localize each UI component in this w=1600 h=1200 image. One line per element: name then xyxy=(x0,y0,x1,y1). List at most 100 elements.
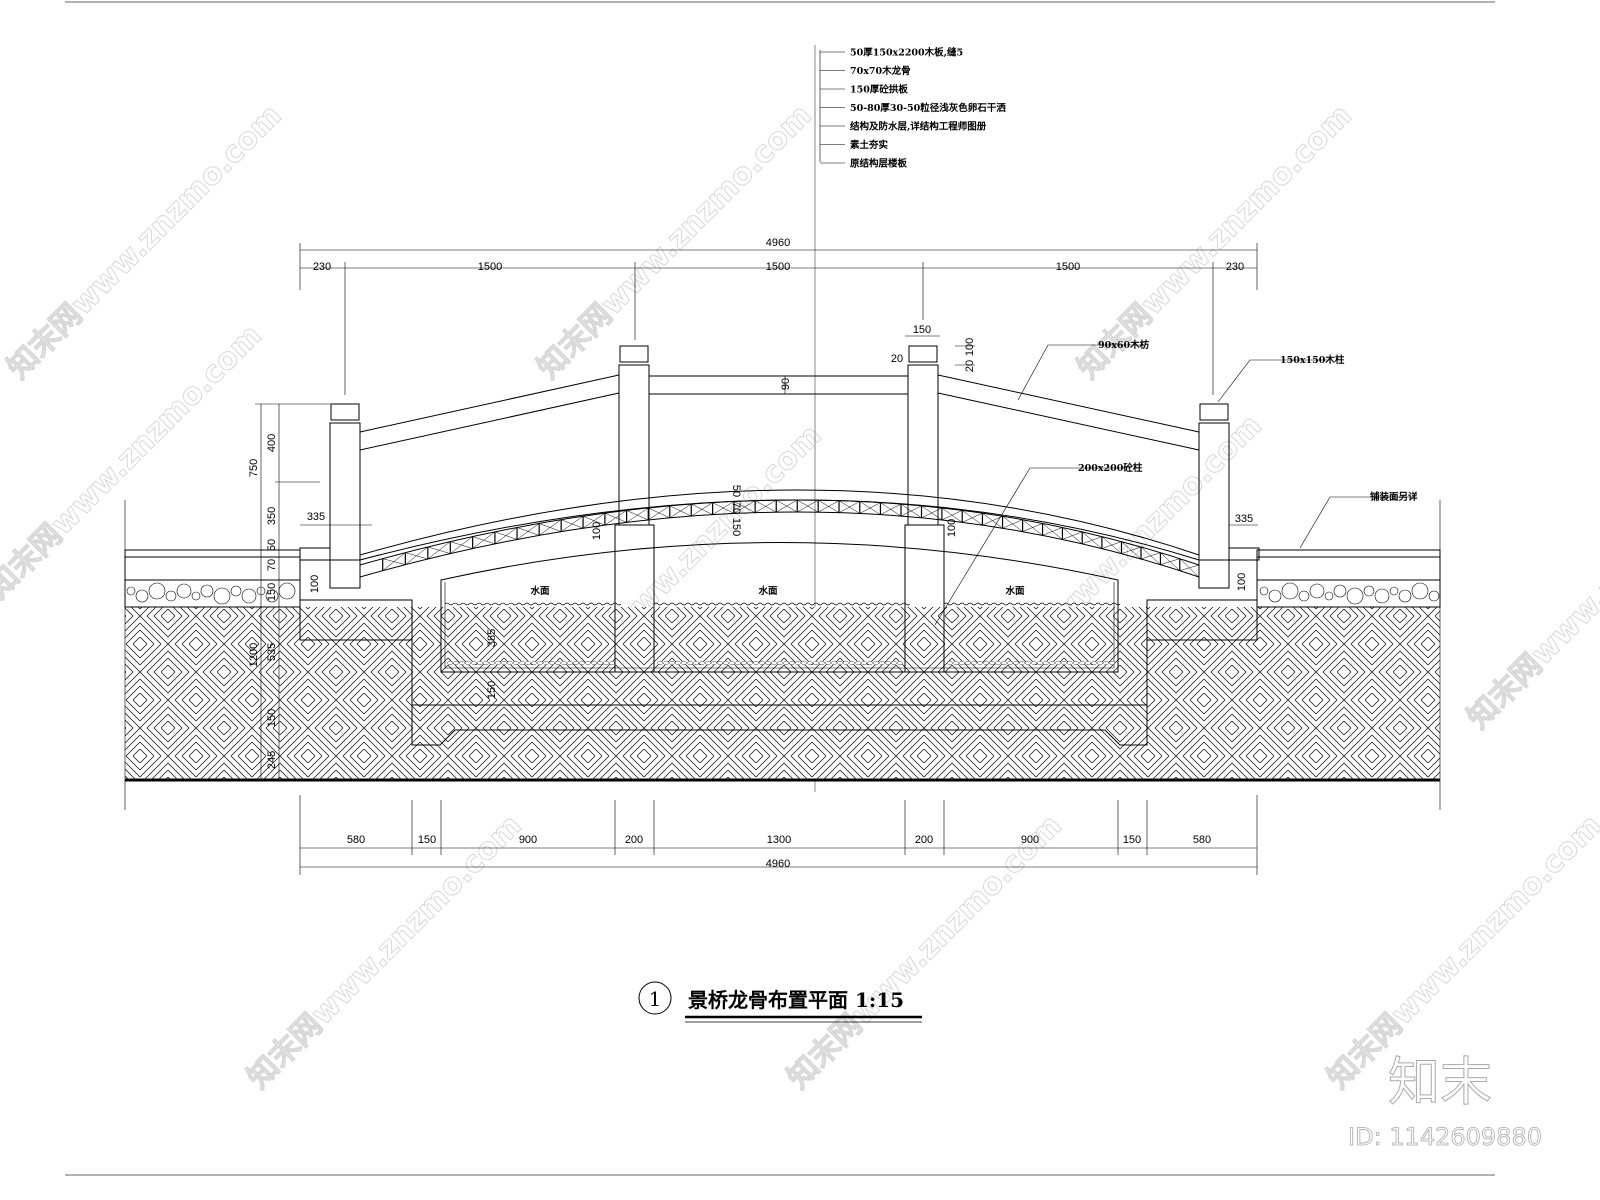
layer-note: 150厚砼拱板 xyxy=(850,84,908,96)
pebble xyxy=(1103,660,1109,666)
pebble xyxy=(789,660,795,666)
dim-label: 150 xyxy=(266,583,278,601)
pebble xyxy=(729,660,735,666)
pebble xyxy=(855,660,861,666)
pebble xyxy=(165,590,177,602)
dim-label: 70 xyxy=(730,502,742,514)
pebble xyxy=(1001,660,1007,666)
pebble xyxy=(609,660,615,666)
water-surface-line xyxy=(943,602,1121,606)
pebble xyxy=(561,660,567,666)
pebble xyxy=(555,660,561,666)
dim-label: 385 xyxy=(486,629,498,647)
pebble xyxy=(459,660,465,666)
dim-label: 900 xyxy=(519,834,537,846)
brand-logo: 知末 xyxy=(1388,1053,1492,1113)
pebble xyxy=(483,660,489,666)
pebble xyxy=(477,660,483,666)
pebble xyxy=(1043,660,1049,666)
dim-label: 580 xyxy=(1193,834,1211,846)
pebble xyxy=(669,660,675,666)
pebble xyxy=(453,660,459,666)
pebble xyxy=(1109,660,1115,666)
dim-label: 335 xyxy=(1235,513,1253,525)
pebble xyxy=(1374,588,1390,604)
pebble xyxy=(537,660,543,666)
dim-label: 335 xyxy=(307,511,325,523)
pebble xyxy=(831,660,837,666)
dim-label: 200 xyxy=(625,834,643,846)
pebble xyxy=(1007,660,1013,666)
pebble xyxy=(507,660,513,666)
pebble xyxy=(753,660,759,666)
pebble xyxy=(735,660,741,666)
pebble xyxy=(1309,583,1325,599)
brand-id: ID: 1142609880 xyxy=(1348,1123,1542,1151)
pebble xyxy=(849,660,855,666)
pebble xyxy=(723,660,729,666)
pebble xyxy=(265,589,279,603)
pebble xyxy=(176,583,192,599)
dim-label: 1300 xyxy=(767,834,791,846)
pebble xyxy=(1389,586,1399,596)
pebble xyxy=(801,660,807,666)
pebble xyxy=(657,660,663,666)
post-cap xyxy=(330,403,360,421)
pebble xyxy=(995,660,1001,666)
pebble xyxy=(681,660,687,666)
post-cap xyxy=(619,345,649,363)
pebble xyxy=(230,585,242,597)
dim-label: 1500 xyxy=(1056,261,1080,273)
dim-label: 230 xyxy=(1226,261,1244,273)
pebble xyxy=(983,660,989,666)
dim-label: 150 xyxy=(266,709,278,727)
pebble xyxy=(717,660,723,666)
water-basin xyxy=(440,542,1119,673)
dim-label: 200 xyxy=(915,834,933,846)
dim-overall-top: 4960 xyxy=(766,237,790,249)
pebble xyxy=(447,660,453,666)
pebble xyxy=(959,660,965,666)
pebble xyxy=(977,660,983,666)
layer-note: 原结构层楼板 xyxy=(850,158,908,170)
dim-label: 1500 xyxy=(766,261,790,273)
pebble xyxy=(495,660,501,666)
pebble xyxy=(819,660,825,666)
pebble xyxy=(549,660,555,666)
footing-right xyxy=(1146,599,1258,641)
pebble xyxy=(1298,590,1310,602)
pebble xyxy=(1031,660,1037,666)
pebble xyxy=(687,660,693,666)
pebble xyxy=(741,660,747,666)
dim-label: 1500 xyxy=(478,261,502,273)
dim-label: 20 xyxy=(891,353,903,365)
pebble xyxy=(1398,589,1412,603)
callouts: 水面 水面 水面 90x60木枋 150x150木柱 200x200砼柱 铺装面… xyxy=(530,339,1418,626)
timber-post-label: 150x150木柱 xyxy=(1280,354,1345,366)
pebble xyxy=(525,660,531,666)
dim-label: 100 xyxy=(309,575,321,593)
pebble xyxy=(191,591,201,601)
handrails xyxy=(359,374,1200,451)
pebble xyxy=(213,587,231,605)
pebble xyxy=(971,660,977,666)
concrete-column-label: 200x200砼柱 xyxy=(1078,462,1143,474)
pebble xyxy=(699,660,705,666)
pebble xyxy=(813,660,819,666)
pebble xyxy=(947,660,953,666)
pebble xyxy=(885,660,891,666)
title-number: 1 xyxy=(649,987,662,1011)
timber-post xyxy=(907,364,939,526)
pebble xyxy=(519,660,525,666)
pebble xyxy=(989,660,995,666)
pebble xyxy=(1055,660,1061,666)
pebble xyxy=(837,660,843,666)
pebble xyxy=(1079,660,1085,666)
dim-label: 20 xyxy=(964,360,976,372)
pebble xyxy=(1268,589,1282,603)
pebble xyxy=(891,660,897,666)
pebble xyxy=(585,660,591,666)
pebble xyxy=(1259,586,1269,596)
dim-label: 150 xyxy=(1123,834,1141,846)
pebble xyxy=(663,660,669,666)
